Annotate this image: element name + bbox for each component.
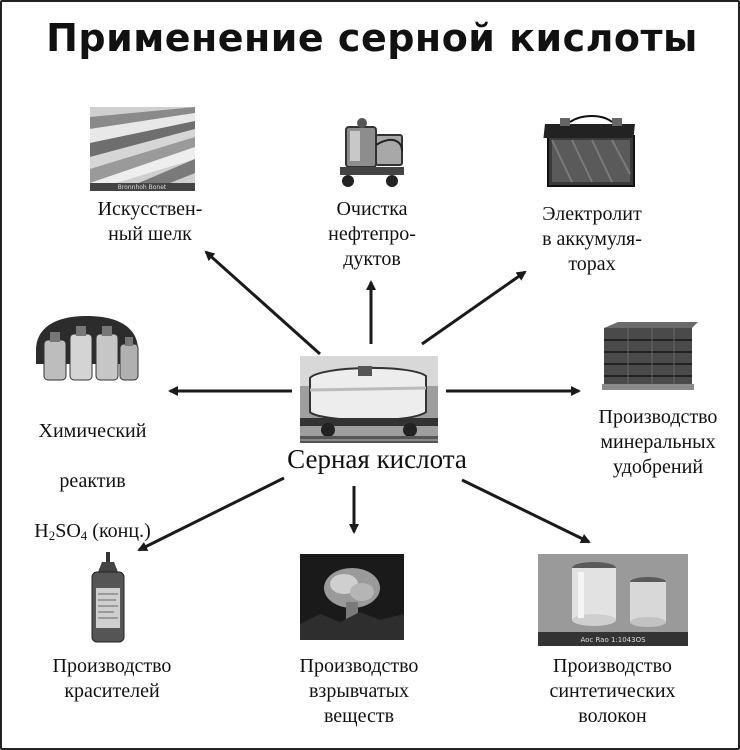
label-oil: Очистка нефтепро- дуктов [328,198,416,270]
tank-car-photo [300,356,438,446]
oil-purifier-photo [332,115,410,191]
dye-bottle-photo [86,550,130,644]
reagent-line-2: реактив [59,470,126,492]
label-explosives: Производство взрывчатых веществ [299,655,419,727]
arrow-to-silk [204,250,322,356]
fiber-spools-image: Aoc Rao 1:1043OS [538,554,688,646]
label-dyes: Производство красителей [52,655,172,702]
fertilizer-photo [598,320,698,392]
oil-purifier-image [332,115,410,191]
label-reagent: Химический реактив H2SO4 (конц.) [10,394,175,573]
formula-h: H [34,520,49,542]
explosion-photo [300,554,404,640]
reagent-formula: H2SO4 (конц.) [10,519,175,548]
silk-threads-image: Bronnhoh Bonet [90,107,195,191]
reagent-line-1: Химический [38,420,147,442]
silk-photo-caption: Bronnhoh Bonet [118,184,167,191]
formula-sub-4: 4 [80,528,88,543]
fertilizer-bags-image [598,320,698,392]
page-title: Применение серной кислоты [46,16,698,60]
battery-photo [542,114,640,192]
reagent-bottles-photo [32,310,142,384]
formula-conc: (конц.) [87,520,151,542]
arrow-to-dyes [137,476,285,552]
label-fertilizer: Производство минеральных удобрений [598,406,718,478]
label-fibers: Производство синтетических волокон [549,655,676,727]
arrow-to-battery [421,270,527,346]
fiber-photo-caption: Aoc Rao 1:1043OS [580,636,646,644]
center-label: Серная кислота [252,443,502,475]
explosion-image [300,554,404,640]
battery-image [542,114,640,192]
arrow-to-fibers [461,478,591,544]
reagent-bottles-image [32,310,142,384]
label-battery: Электролит в аккумуля- торах [542,203,642,275]
dye-bottle-image [86,550,130,644]
silk-photo: Bronnhoh Bonet [90,107,195,191]
fiber-spools-photo: Aoc Rao 1:1043OS [538,554,688,646]
formula-sub-2: 2 [48,528,56,543]
label-silk: Искусствен- ный шелк [97,198,203,245]
formula-so: SO [55,520,81,542]
tank-car-image [300,356,438,446]
